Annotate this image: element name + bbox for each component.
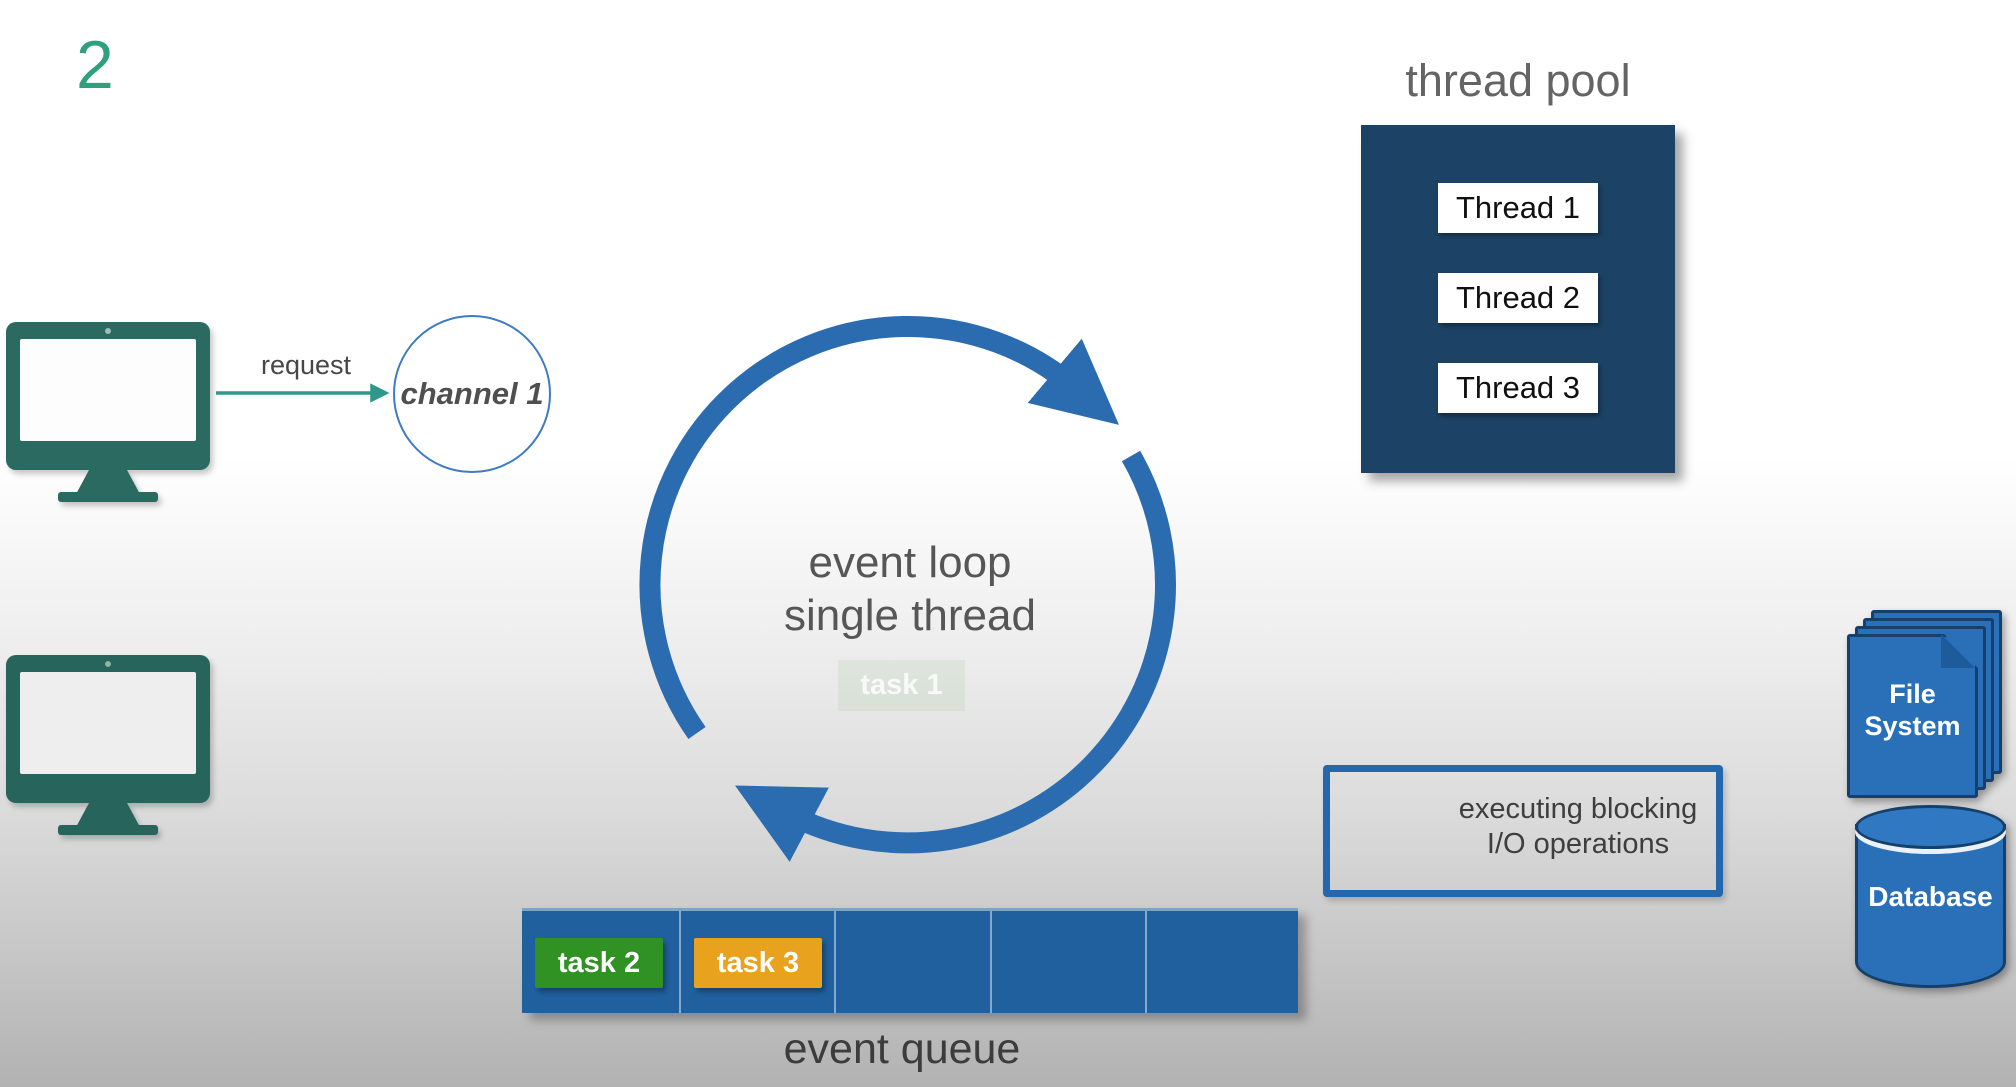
monitor-stand-neck [76,802,140,827]
blocking-io-box: executing blocking I/O operations [1323,765,1723,897]
channel-label: channel 1 [400,376,544,411]
queue-cell-divider [679,911,681,1013]
monitor-camera-dot [105,328,111,334]
task-3-box: task 3 [694,938,822,988]
event-loop-line1: event loop [808,538,1012,587]
file-system-line2: System [1864,711,1961,741]
file-system-label: File System [1847,678,1978,742]
event-loop-line2: single thread [784,591,1036,640]
channel-circle: channel 1 [393,315,551,473]
monitor-camera-dot [105,661,111,667]
database-lid [1855,805,2006,849]
event-queue-bar: task 2 task 3 [522,908,1298,1013]
database-body [1855,824,2006,988]
step-number: 2 [76,27,114,103]
monitor-screen [20,672,196,774]
queue-cell-divider [834,911,836,1013]
thread-box: Thread 3 [1438,363,1598,413]
monitor-icon [6,322,210,527]
queue-cell-divider [1145,911,1147,1013]
event-queue-label: event queue [783,1025,1021,1073]
blocking-io-line2: I/O operations [1486,828,1670,860]
queue-cell-divider [990,911,992,1013]
database-label: Database [1868,881,1993,912]
task-2-box: task 2 [535,938,663,988]
faded-task-1-box: task 1 [838,660,965,711]
monitor-stand-base [58,492,158,502]
monitor-screen [20,339,196,441]
thread-pool-box: Thread 1 Thread 2 Thread 3 [1361,125,1675,473]
blocking-io-label: executing blocking I/O operations [1446,792,1710,862]
circular-arrows-icon [639,316,1176,862]
database-cylinder-icon: Database [1855,805,2006,993]
event-loop-label: event loop single thread [705,536,1115,642]
monitor-stand-neck [76,469,140,494]
blocking-io-line1: executing blocking [1458,793,1698,825]
thread-pool-title: thread pool [1405,55,1631,106]
thread-box: Thread 1 [1438,183,1598,233]
arrow-right-icon [216,383,390,403]
document-stack-icon: File System [1847,610,2009,806]
monitor-stand-base [58,825,158,835]
thread-box: Thread 2 [1438,273,1598,323]
monitor-icon [6,655,210,860]
request-label: request [260,350,352,380]
file-system-line1: File [1889,679,1936,709]
